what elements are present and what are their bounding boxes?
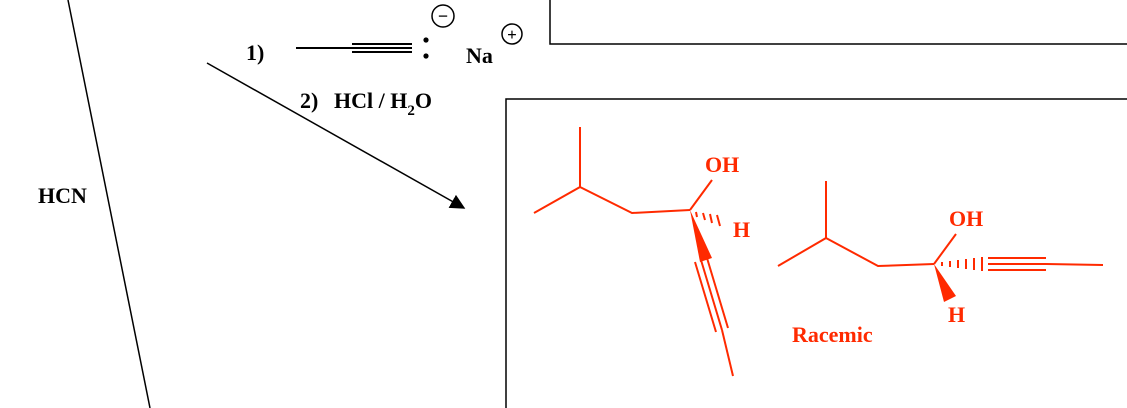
left-h-label: H [733,217,750,242]
right-enantiomer [777,181,1104,302]
reaction-arrow [206,62,466,209]
hcn-label: HCN [38,183,87,208]
sodium-label: Na [466,43,493,68]
svg-text:+: + [507,25,517,44]
step2-reagent: HCl / H2O [334,88,432,119]
left-enantiomer [533,127,734,377]
right-h-label: H [948,302,965,327]
product-box [505,98,1127,408]
right-oh-label: OH [949,206,983,231]
hcn-pathway-line [67,0,151,408]
upper-product-box [549,0,1127,45]
anion-charge: − [431,4,455,28]
racemic-label: Racemic [792,322,873,347]
step1-number: 1) [246,40,264,65]
svg-text:−: − [438,6,448,26]
left-oh-label: OH [705,152,739,177]
step2-number: 2) [300,88,318,113]
cation-charge: + [501,23,523,45]
propynyl-anion [296,37,429,59]
